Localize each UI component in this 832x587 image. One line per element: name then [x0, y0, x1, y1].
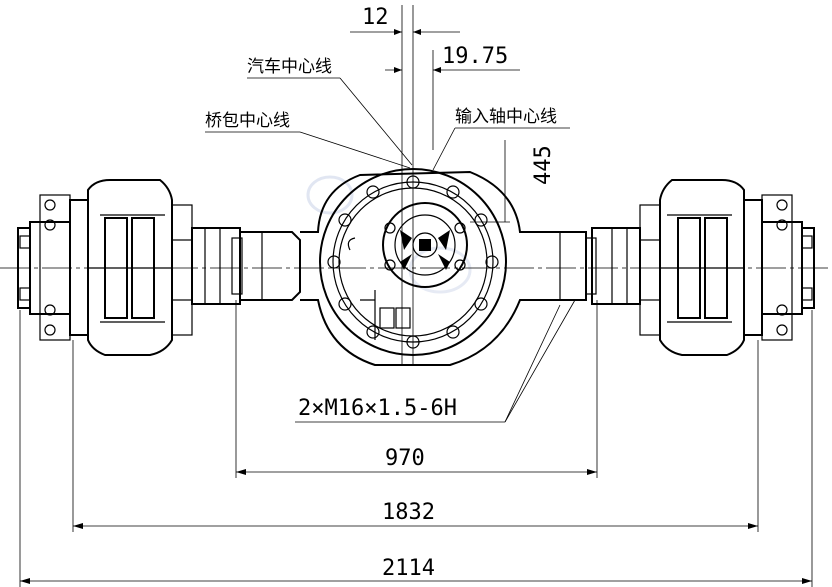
- left-hub-assembly: [17, 179, 243, 356]
- dim-12-text: 12: [362, 5, 389, 30]
- thread-spec-callout: 2×M16×1.5-6H: [295, 299, 576, 423]
- thread-spec-text: 2×M16×1.5-6H: [298, 396, 457, 421]
- dim-12: 12: [350, 5, 460, 35]
- label-axle-housing-centerline: 桥包中心线: [205, 111, 411, 169]
- dim-970: 970: [235, 300, 598, 478]
- dim-2114-text: 2114: [382, 556, 435, 581]
- centerlines: [0, 5, 832, 365]
- right-hub-assembly: [585, 179, 815, 356]
- label-vehicle-centerline: 汽车中心线: [247, 57, 413, 166]
- dim-445: 445: [470, 140, 556, 223]
- dim-970-text: 970: [385, 446, 425, 471]
- dim-445-text: 445: [531, 145, 556, 185]
- differential-housing: [300, 168, 540, 366]
- input-shaft-centerline-text: 输入轴中心线: [455, 107, 557, 127]
- housing-bolts: [327, 175, 499, 349]
- dim-2114: 2114: [19, 310, 813, 587]
- dim-1832-text: 1832: [382, 500, 435, 525]
- axle-tubes: [240, 231, 587, 301]
- label-input-shaft-centerline: 输入轴中心线: [432, 107, 570, 171]
- dim-19-75-text: 19.75: [442, 44, 508, 69]
- dim-19-75: 19.75: [385, 44, 520, 73]
- axle-housing-centerline-text: 桥包中心线: [205, 111, 290, 131]
- dim-1832: 1832: [72, 340, 759, 532]
- vehicle-centerline-text: 汽车中心线: [247, 57, 332, 77]
- watermark-logo: [306, 175, 472, 294]
